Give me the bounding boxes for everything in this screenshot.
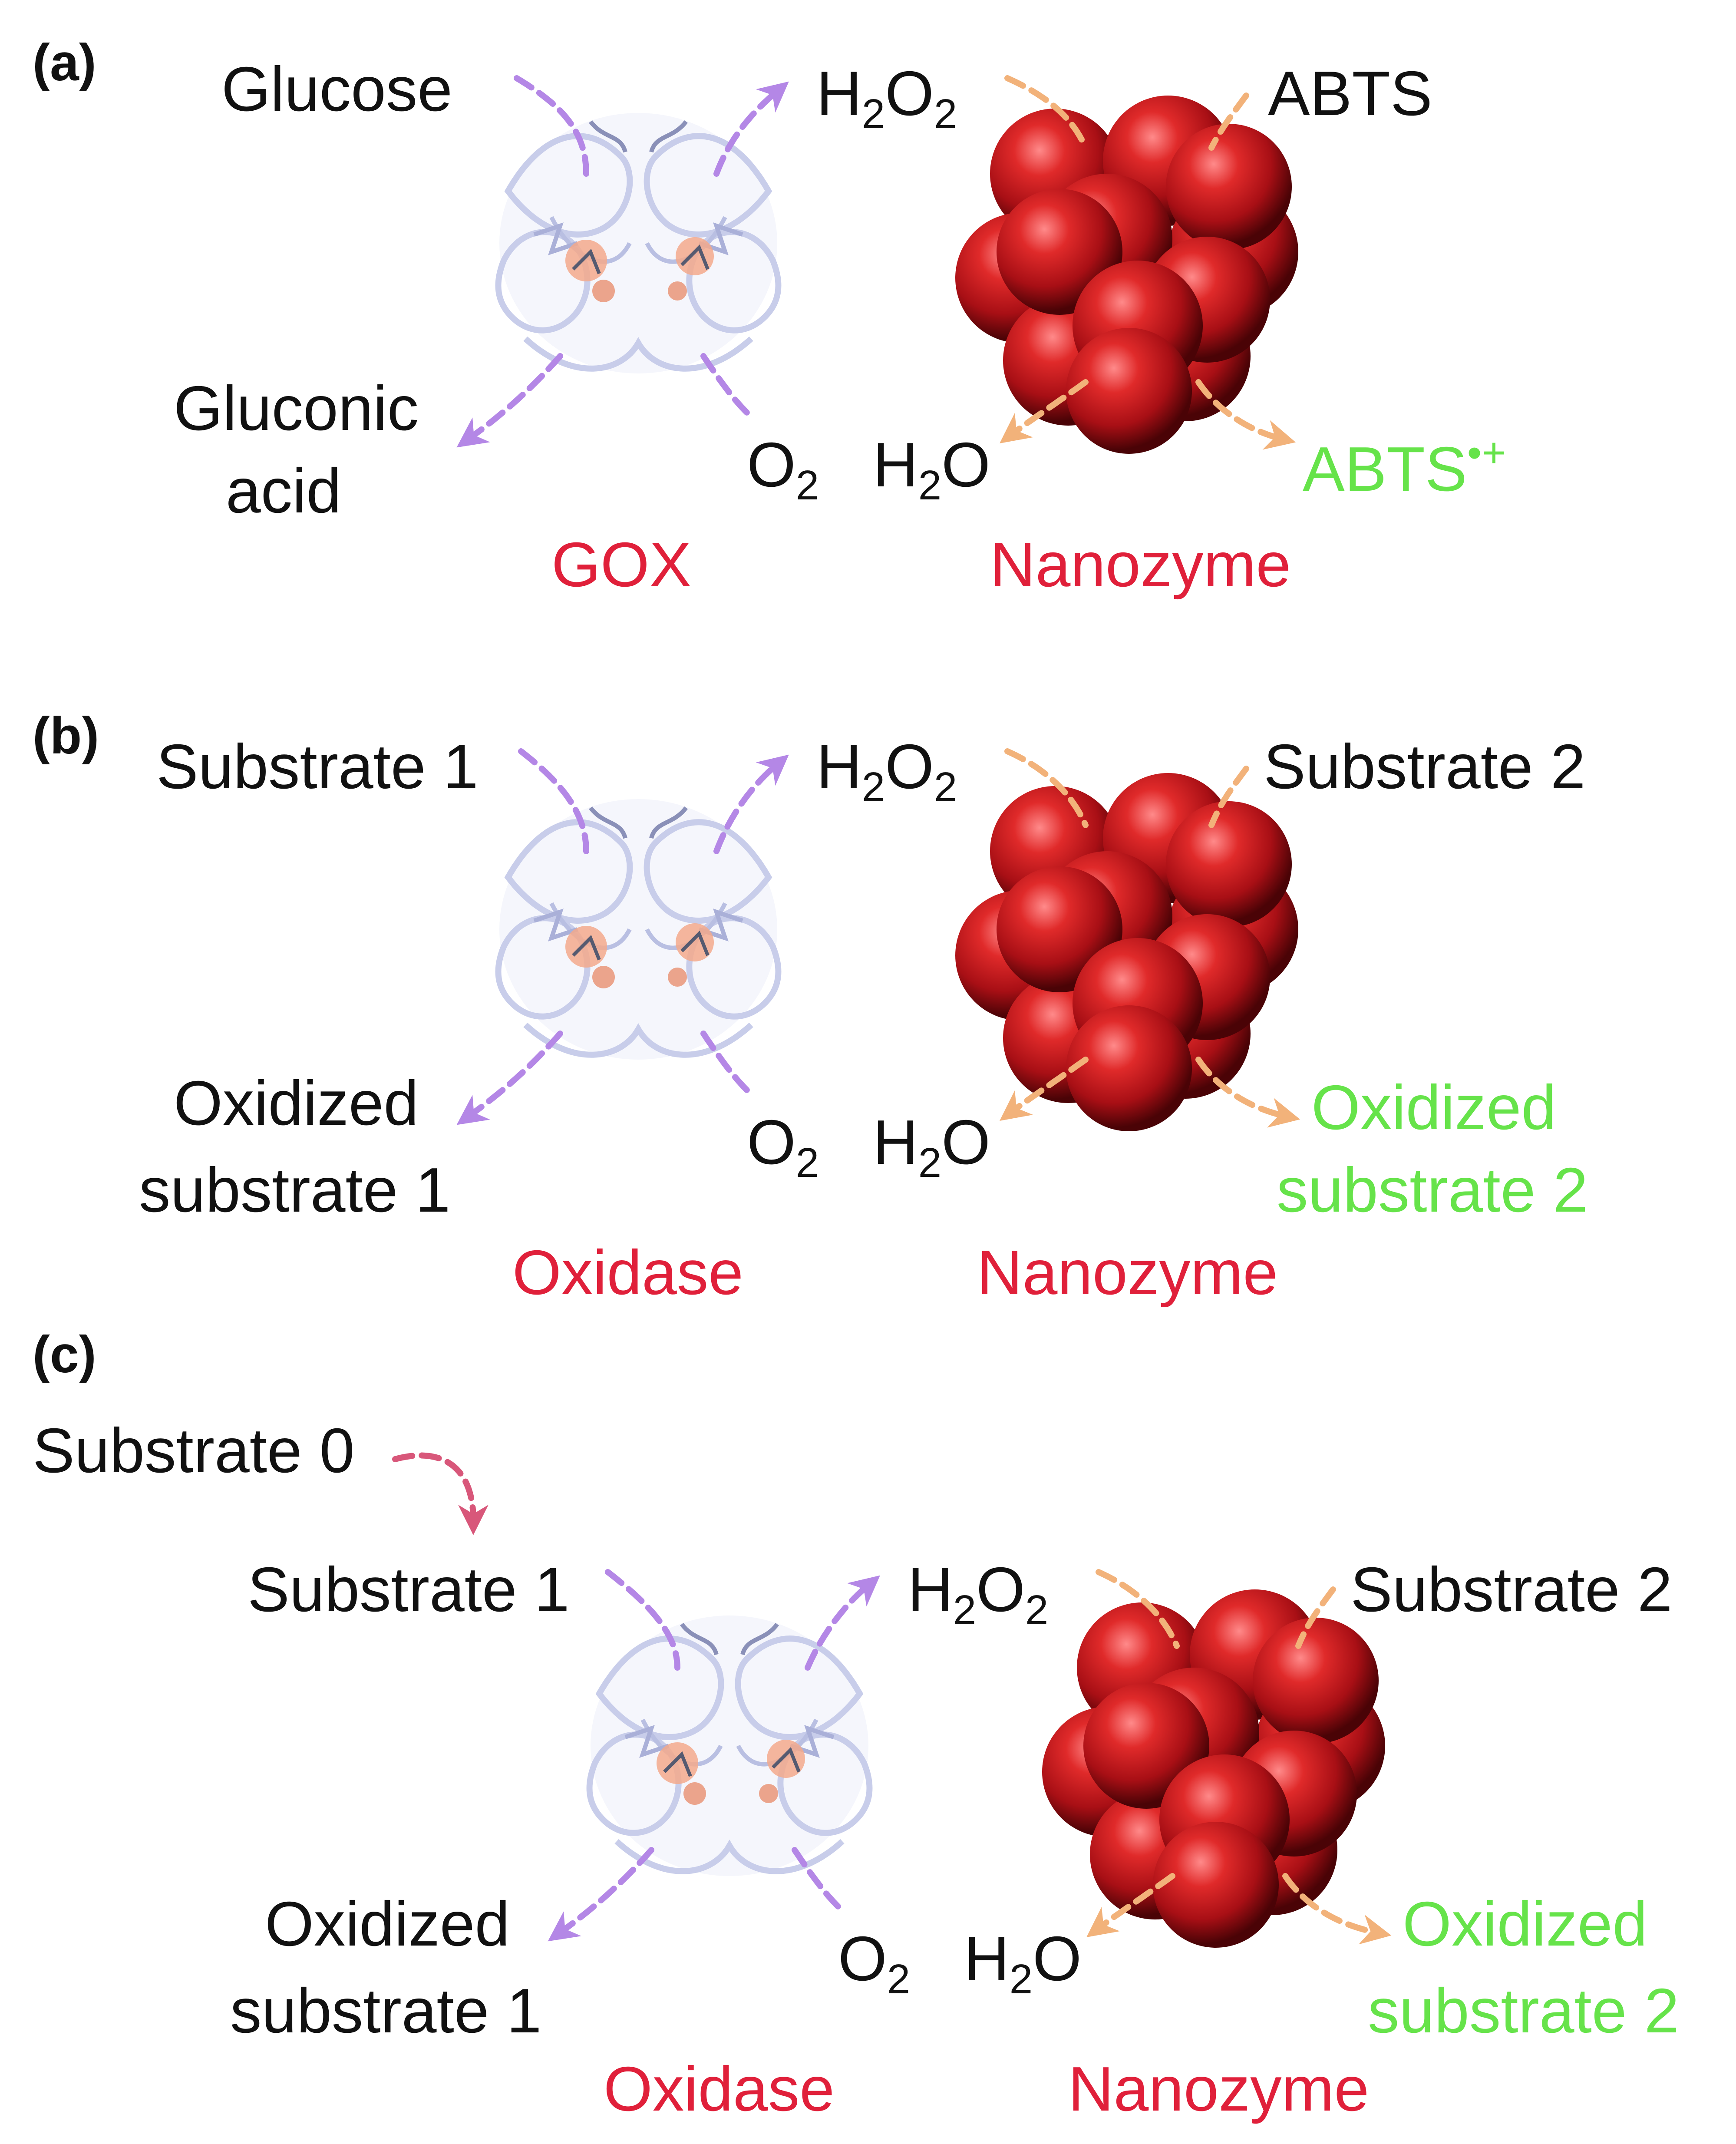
- product-label-line-2: substrate 1: [139, 1155, 450, 1225]
- oxidase-enzyme-icon: [498, 799, 779, 1060]
- h2o-out-arrow: [999, 1057, 1089, 1121]
- nanozyme-cluster-icon: [955, 773, 1298, 1131]
- green-product-label: ABTS•+: [1303, 429, 1506, 504]
- panel-a-tag: (a): [33, 33, 96, 92]
- green-product-label-line-2: substrate 2: [1368, 1976, 1679, 2046]
- panel-c: (c) Substrate 0 Substrate 1 H2O2 Substra…: [33, 1325, 1679, 2124]
- nanozyme-cluster-icon: [955, 96, 1298, 454]
- h2o2-in-arrow: [1004, 75, 1089, 151]
- substrate-2-in-arrow: [1295, 1586, 1336, 1649]
- green-product-label-line-1: Oxidized: [1403, 1889, 1647, 1959]
- o2-in-arrow: [792, 1847, 841, 1909]
- substrate-label: Substrate 1: [156, 731, 479, 802]
- substrate-label: Glucose: [221, 54, 452, 124]
- h2o-label: H2O: [964, 1923, 1082, 2002]
- enzyme-name-label: Oxidase: [512, 1237, 743, 1308]
- h2o2-label: H2O2: [908, 1554, 1048, 1633]
- product-out-arrow: [548, 1847, 654, 1942]
- product-label-line-1: Oxidized: [174, 1068, 419, 1138]
- h2o-label: H2O: [873, 429, 990, 509]
- panel-a: (a) Glucose H2O2 ABTS Gluconic acid O2 H…: [33, 33, 1506, 600]
- h2o-out-arrow: [1086, 1873, 1175, 1937]
- substrate-0-label: Substrate 0: [33, 1415, 355, 1486]
- h2o-out-arrow: [999, 379, 1089, 443]
- substrate-in-arrow: [518, 748, 589, 854]
- product-out-arrow: [456, 1031, 563, 1125]
- h2o2-out-arrow: [805, 1575, 880, 1671]
- o2-label: O2: [838, 1923, 910, 2002]
- nanozyme-name-label: Nanozyme: [1068, 2054, 1369, 2124]
- substrate-in-arrow: [605, 1569, 680, 1671]
- panel-b: (b) Substrate 1 H2O2 Substrate 2 Oxidize…: [33, 707, 1588, 1308]
- green-product-out-arrow: [1195, 379, 1296, 450]
- product-out-arrow: [456, 353, 563, 448]
- h2o2-label: H2O2: [816, 58, 957, 137]
- nanozyme-name-label: Nanozyme: [977, 1237, 1278, 1308]
- h2o2-label: H2O2: [816, 731, 957, 810]
- panel-c-tag: (c): [33, 1325, 96, 1384]
- enzyme-name-label: GOX: [551, 529, 691, 600]
- substrate-2-label: ABTS: [1268, 58, 1432, 129]
- substrate-in-arrow: [514, 75, 589, 177]
- nanozyme-name-label: Nanozyme: [990, 529, 1291, 600]
- enzyme-name-label: Oxidase: [604, 2054, 835, 2124]
- o2-label: O2: [747, 1107, 819, 1186]
- substrate-2-label: Substrate 2: [1350, 1554, 1673, 1625]
- substrate-2-in-arrow: [1208, 766, 1249, 828]
- o2-in-arrow: [700, 1031, 750, 1093]
- oxidase-enzyme-icon: [590, 1615, 870, 1876]
- h2o2-in-arrow: [1004, 748, 1089, 828]
- product-label-line-1: Gluconic: [174, 373, 419, 443]
- gox-enzyme-icon: [498, 113, 779, 373]
- green-product-label-line-1: Oxidized: [1311, 1072, 1556, 1143]
- substrate-2-label: Substrate 2: [1264, 731, 1586, 802]
- h2o-label: H2O: [873, 1107, 990, 1186]
- nanozyme-cluster-icon: [1042, 1589, 1385, 1948]
- substrate-0-conversion-arrow: [392, 1452, 488, 1535]
- green-product-out-arrow: [1282, 1873, 1392, 1945]
- green-product-out-arrow: [1195, 1057, 1300, 1128]
- substrate-label: Substrate 1: [248, 1554, 570, 1625]
- product-label-line-2: acid: [226, 456, 341, 526]
- green-product-label-line-2: substrate 2: [1277, 1155, 1588, 1225]
- h2o2-out-arrow: [713, 81, 789, 177]
- h2o2-in-arrow: [1096, 1569, 1180, 1649]
- o2-in-arrow: [700, 353, 750, 416]
- o2-label: O2: [747, 429, 819, 509]
- substrate-2-in-arrow: [1208, 92, 1249, 151]
- h2o2-out-arrow: [713, 754, 789, 854]
- product-label-line-1: Oxidized: [265, 1889, 510, 1959]
- product-label-line-2: substrate 1: [230, 1976, 541, 2046]
- panel-b-tag: (b): [33, 707, 99, 765]
